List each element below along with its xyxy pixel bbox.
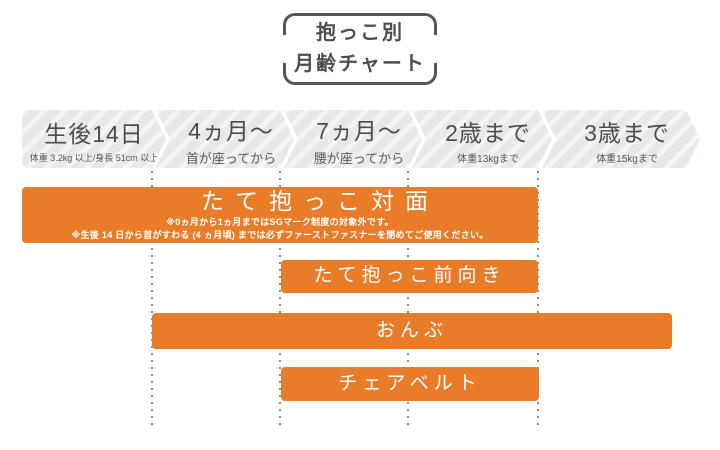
bar-label: チェアベルト bbox=[338, 372, 482, 394]
stage-separator-line bbox=[407, 171, 409, 427]
title-border-gap-right bbox=[431, 35, 440, 63]
timeline-stage-3years: 3歳まで 体重15kgまで bbox=[542, 110, 700, 168]
timeline-stage-4months: 4ヵ月〜 首が座ってから bbox=[156, 110, 294, 168]
timeline-stage-birth-14days: 生後14日 体重 3.2kg 以上/身長 51cm 以上 bbox=[22, 110, 166, 168]
bar-label: おんぶ bbox=[375, 319, 448, 341]
stage-label: 2歳まで bbox=[445, 119, 531, 146]
stage-sublabel: 腰が座ってから bbox=[313, 150, 405, 166]
timeline-stage-2years: 2歳まで 体重13kgまで bbox=[412, 110, 552, 168]
carry-bar-vertical-facing-out: たて抱っこ前向き bbox=[281, 260, 538, 293]
bar-label: たて抱っこ前向き bbox=[313, 265, 506, 287]
chart-title-line2: 月齢チャート bbox=[294, 53, 426, 75]
bar-label: たて抱っこ対面 bbox=[201, 188, 439, 215]
stage-sublabel: 体重15kgまで bbox=[596, 153, 658, 165]
carry-bar-piggyback: おんぶ bbox=[152, 313, 672, 349]
bar-note-sg-mark: ※0ヵ月から1ヵ月まではSGマーク制度の対象外です。 bbox=[166, 216, 394, 227]
stage-sublabel: 体重13kgまで bbox=[457, 153, 519, 165]
stage-sublabel: 体重 3.2kg 以上/身長 51cm 以上 bbox=[29, 152, 159, 163]
chart-title-box: 抱っこ別 月齢チャート bbox=[280, 13, 440, 85]
stage-label: 3歳まで bbox=[584, 119, 670, 146]
carry-bar-vertical-facing-in: たて抱っこ対面 ※0ヵ月から1ヵ月まではSGマーク制度の対象外です。 ※生後 1… bbox=[22, 187, 538, 243]
stage-separator-line bbox=[151, 171, 153, 427]
stage-separator-line bbox=[279, 171, 281, 427]
carry-bar-chair-belt: チェアベルト bbox=[281, 367, 539, 401]
stage-label: 生後14日 bbox=[44, 120, 144, 147]
title-border-gap-left bbox=[280, 35, 289, 63]
timeline-stage-7months: 7ヵ月〜 腰が座ってから bbox=[284, 110, 422, 168]
stage-label: 4ヵ月〜 bbox=[188, 117, 274, 144]
chart-title-line1: 抱っこ別 bbox=[316, 22, 404, 44]
stage-separator-line bbox=[537, 171, 539, 427]
bar-note-first-fastener: ※生後 14 日から首がすわる (4 ヵ月頃) までは必ずファーストファスナーを… bbox=[71, 229, 489, 240]
stage-sublabel: 首が座ってから bbox=[185, 150, 277, 166]
stage-label: 7ヵ月〜 bbox=[316, 117, 402, 144]
